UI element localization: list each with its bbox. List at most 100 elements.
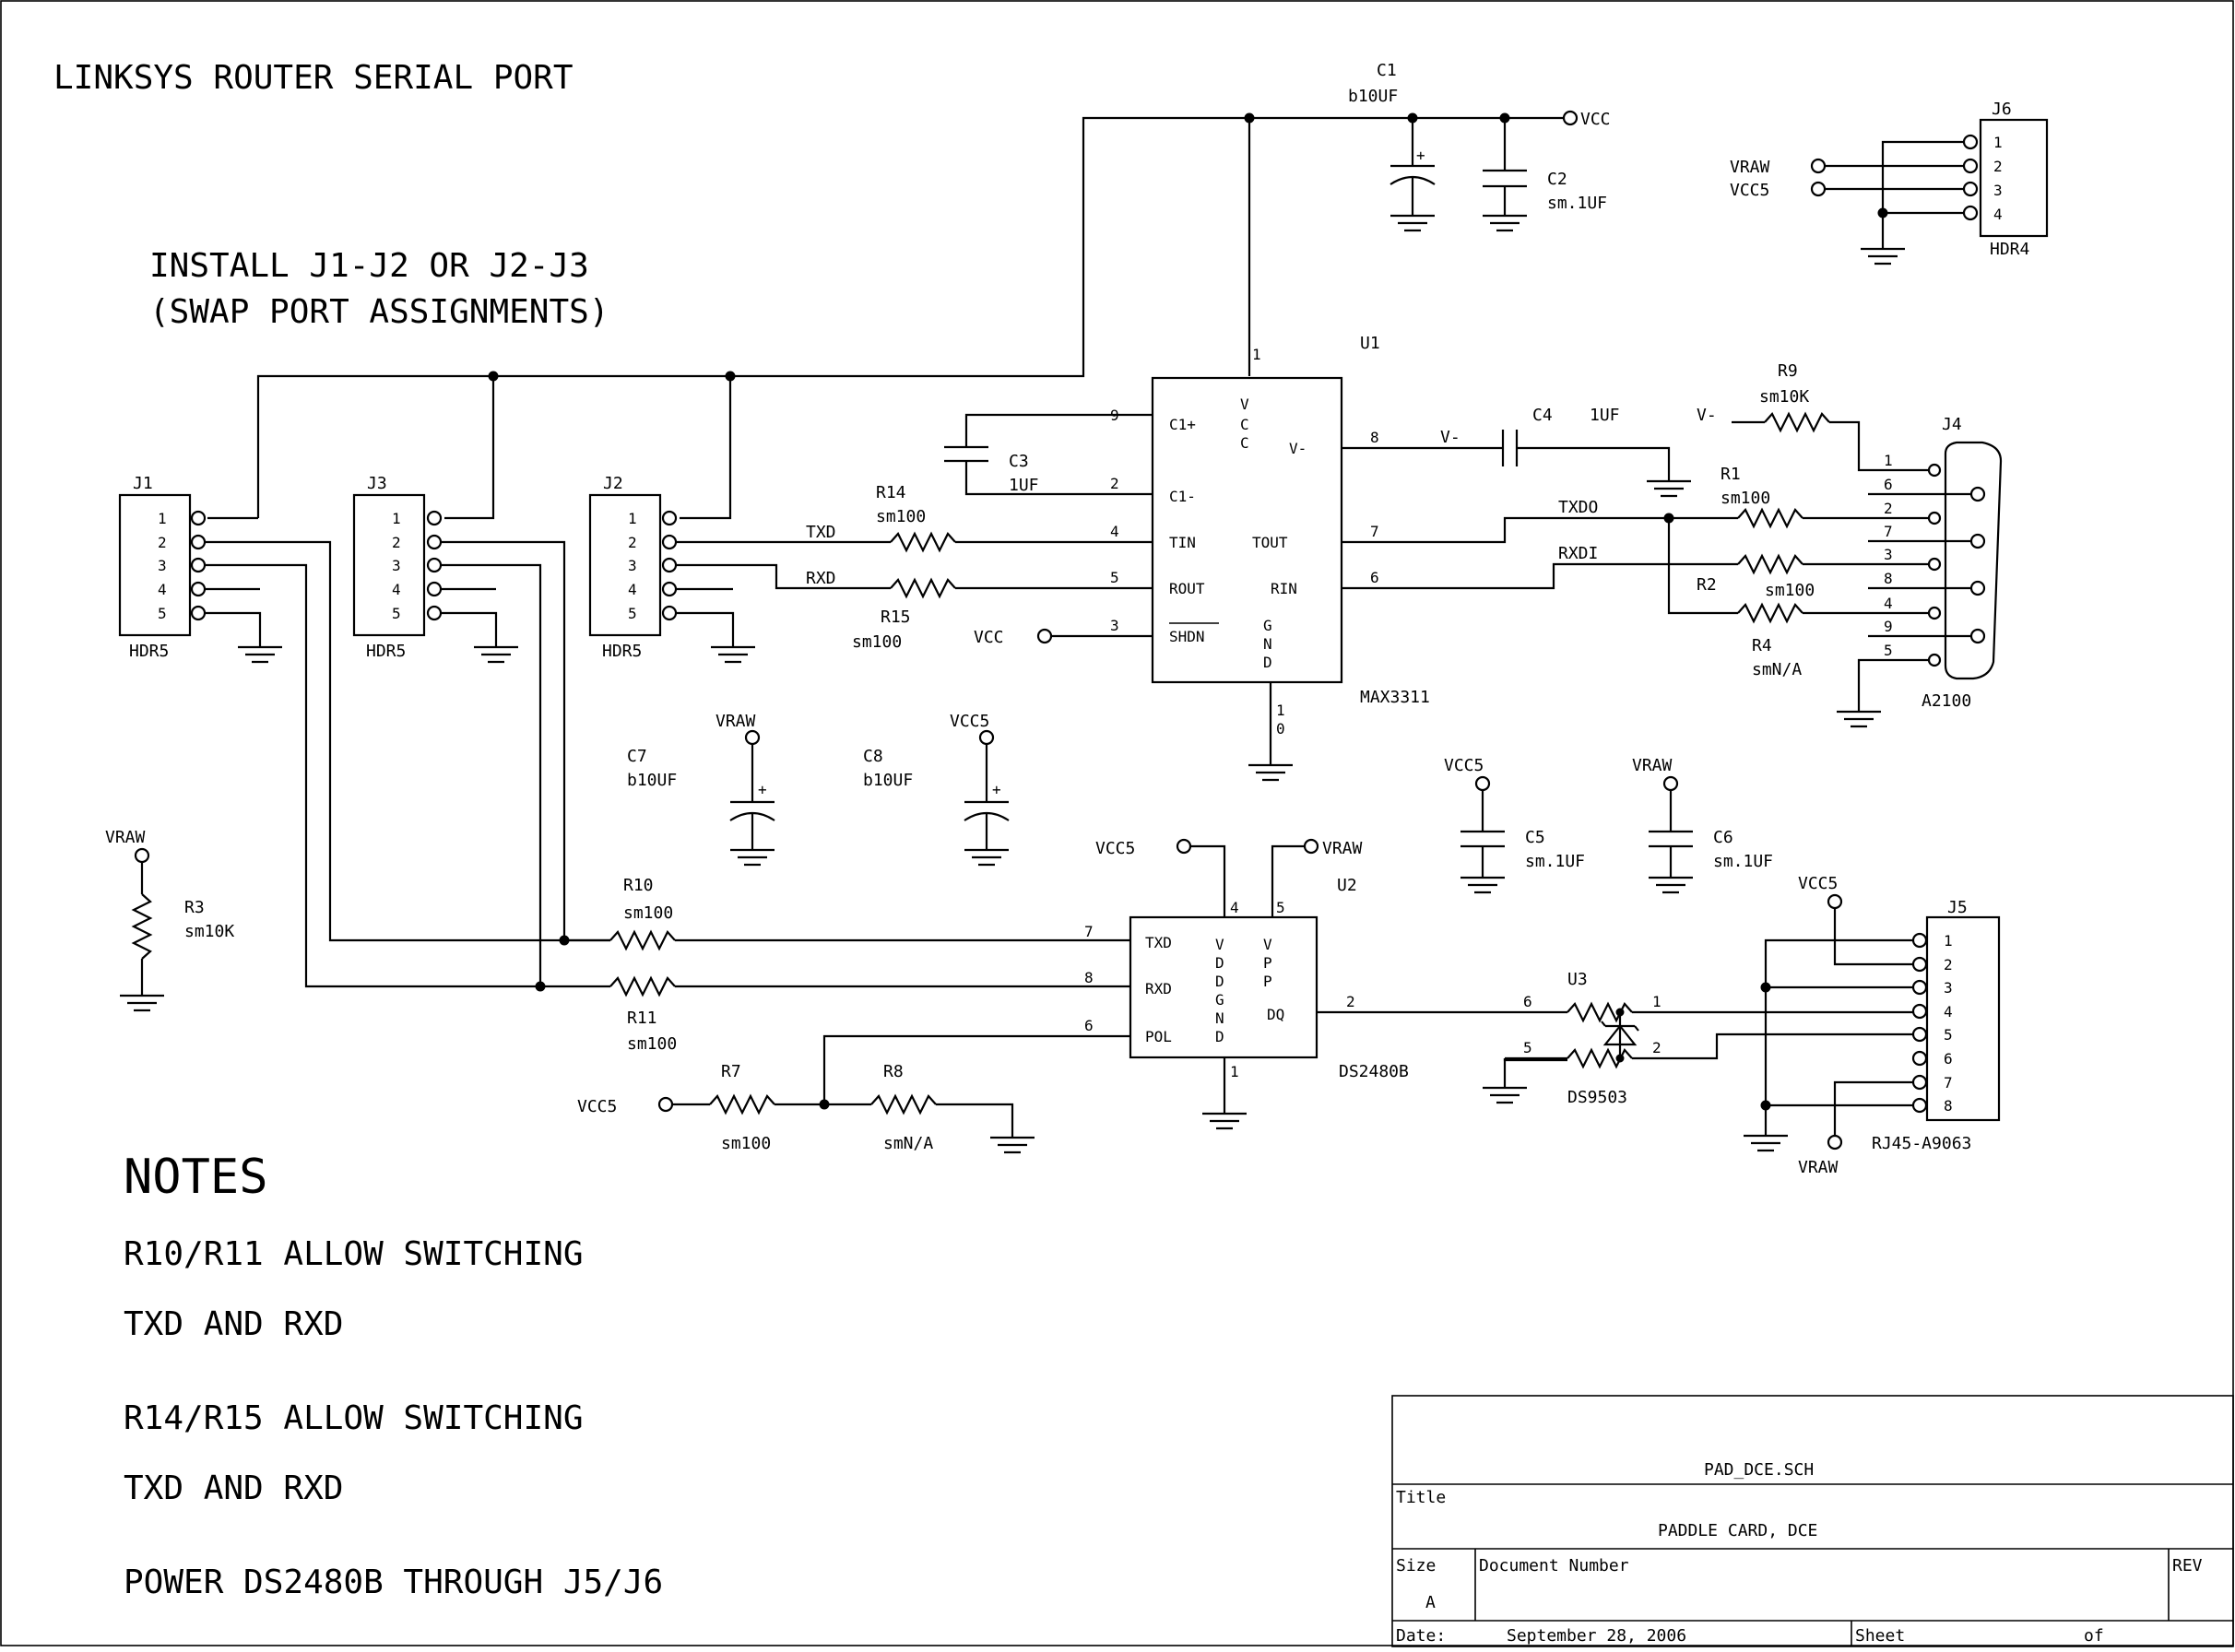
svg-text:2: 2	[1993, 158, 2003, 175]
u1-ref: U1	[1360, 334, 1380, 353]
c8-vcc5-label: VCC5	[950, 712, 989, 731]
svg-text:TIN: TIN	[1169, 534, 1196, 551]
r7-ref: R7	[721, 1062, 741, 1081]
c2-value: sm.1UF	[1547, 194, 1607, 213]
install-note-line-1: INSTALL J1-J2 OR J2-J3	[149, 247, 589, 285]
svg-text:6: 6	[1884, 476, 1893, 493]
svg-text:2: 2	[1652, 1039, 1661, 1056]
c7-ref: C7	[627, 747, 647, 766]
document-number-label: Document Number	[1479, 1556, 1629, 1575]
svg-text:ROUT: ROUT	[1169, 580, 1205, 597]
j3-pin3-wire	[441, 563, 542, 986]
note-1-line-1: R10/R11 ALLOW SWITCHING	[124, 1235, 584, 1273]
txdo-wire	[1342, 516, 1669, 544]
svg-text:3: 3	[1993, 182, 2003, 199]
r8-ref: R8	[883, 1062, 904, 1081]
r2-value: sm100	[1765, 581, 1815, 600]
j6-vcc5-label: VCC5	[1730, 181, 1769, 200]
svg-text:3: 3	[1944, 979, 1953, 997]
r3-value: sm10K	[184, 922, 234, 941]
svg-text:1: 1	[158, 510, 167, 527]
r9-value: sm10K	[1759, 387, 1809, 407]
j4-ref: J4	[1942, 415, 1962, 434]
svg-text:4: 4	[1230, 899, 1239, 916]
svg-text:7: 7	[1084, 923, 1094, 940]
svg-text:8: 8	[1944, 1097, 1953, 1115]
u2-vraw-label: VRAW	[1322, 839, 1363, 858]
svg-text:2: 2	[1884, 500, 1893, 517]
note-2-line-2: TXD AND RXD	[124, 1469, 343, 1507]
svg-text:2: 2	[1944, 956, 1953, 974]
r10-ref: R10	[623, 876, 654, 895]
svg-text:D: D	[1263, 654, 1272, 671]
txd-net-label: TXD	[806, 523, 836, 542]
j6-value: HDR4	[1990, 240, 2029, 259]
svg-text:POL: POL	[1145, 1028, 1172, 1045]
j3-pin2-wire	[441, 540, 566, 940]
note-1-line-2: TXD AND RXD	[124, 1305, 343, 1343]
u2-ref: U2	[1337, 876, 1357, 895]
svg-text:9: 9	[1110, 407, 1119, 424]
c5-vcc5-label: VCC5	[1444, 756, 1484, 775]
j4-value: A2100	[1922, 691, 1971, 711]
c3-value: 1UF	[1009, 476, 1039, 495]
r7-vcc5-label: VCC5	[577, 1097, 617, 1116]
file-name: PAD_DCE.SCH	[1704, 1460, 1814, 1480]
r15-ref: R15	[881, 608, 911, 627]
r10-value: sm100	[623, 903, 673, 923]
u2-vcc5-label: VCC5	[1095, 839, 1135, 858]
svg-text:9: 9	[1884, 618, 1893, 635]
c5-value: sm.1UF	[1525, 852, 1585, 871]
svg-text:4: 4	[1884, 595, 1893, 612]
c6-value: sm.1UF	[1713, 852, 1773, 871]
svg-text:2: 2	[628, 534, 637, 551]
svg-text:V: V	[1215, 936, 1224, 953]
svg-text:RXD: RXD	[1145, 980, 1172, 997]
drawing-title: LINKSYS ROUTER SERIAL PORT	[53, 59, 574, 97]
c7-vraw-label: VRAW	[715, 712, 756, 731]
r11-value: sm100	[627, 1034, 677, 1054]
j6-connector	[1979, 118, 2049, 238]
svg-text:N: N	[1215, 1009, 1224, 1027]
rev-label: REV	[2172, 1556, 2203, 1575]
title-value: PADDLE CARD, DCE	[1658, 1521, 1817, 1540]
c6-capacitor	[1647, 775, 1695, 894]
svg-text:2: 2	[1110, 475, 1119, 492]
r15-value: sm100	[852, 632, 902, 652]
title-block	[1391, 1395, 2234, 1647]
j2-pin1-wire	[680, 376, 732, 520]
svg-text:3: 3	[1884, 546, 1893, 563]
c7-capacitor: +	[728, 729, 776, 867]
svg-text:8: 8	[1370, 429, 1379, 446]
c8-ref: C8	[863, 747, 883, 766]
svg-text:7: 7	[1944, 1074, 1953, 1092]
j4-db9-connector: 1 6 2 7 3 8 4 9 5	[1835, 441, 2003, 728]
rxd-net-label: RXD	[806, 569, 836, 588]
svg-text:1: 1	[1652, 993, 1661, 1010]
svg-text:1: 1	[1276, 702, 1285, 719]
svg-text:D: D	[1215, 973, 1224, 990]
j5-ref: J5	[1947, 898, 1968, 917]
r14-value: sm100	[876, 507, 926, 526]
svg-text:D: D	[1215, 1028, 1224, 1045]
svg-text:V-: V-	[1289, 440, 1307, 457]
j5-value: RJ45-A9063	[1872, 1134, 1971, 1153]
j1-value: HDR5	[129, 642, 169, 661]
svg-text:1: 1	[1993, 134, 2003, 151]
date-label: Date:	[1396, 1626, 1446, 1646]
svg-text:C: C	[1240, 416, 1249, 433]
svg-text:1: 1	[1944, 932, 1953, 950]
rxdi-net-label: RXDI	[1558, 544, 1598, 563]
svg-text:1: 1	[1884, 452, 1893, 469]
svg-text:D: D	[1215, 954, 1224, 972]
sheet-of-label: of	[2084, 1626, 2104, 1646]
j2-ref: J2	[603, 474, 623, 493]
svg-text:3: 3	[392, 557, 401, 574]
svg-text:DQ: DQ	[1267, 1006, 1284, 1023]
svg-text:1: 1	[392, 510, 401, 527]
j1-pin2-wire	[205, 540, 610, 942]
c1-value: b10UF	[1348, 87, 1398, 106]
j3-ref: J3	[367, 474, 387, 493]
